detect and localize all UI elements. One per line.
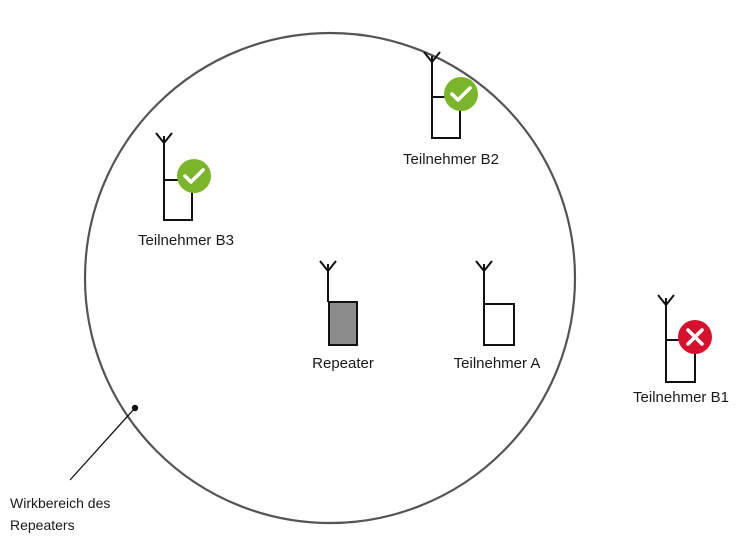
node-teilnehmer-b2: Teilnehmer B2 (403, 51, 499, 168)
antenna-icon (423, 51, 441, 97)
range-label-pointer (69, 404, 139, 481)
node-label-repeater: Repeater (312, 355, 374, 372)
node-label-a: Teilnehmer A (454, 355, 541, 372)
node-label-b3: Teilnehmer B3 (138, 232, 234, 249)
repeater-body (328, 301, 358, 346)
node-label-b1: Teilnehmer B1 (633, 389, 729, 406)
antenna-icon (475, 260, 493, 304)
check-icon (177, 159, 211, 193)
range-label-line-2: Repeaters (10, 517, 75, 533)
antenna-icon (657, 294, 675, 340)
device-body (431, 96, 461, 139)
check-icon (444, 77, 478, 111)
device-body (483, 303, 515, 346)
node-label-b2: Teilnehmer B2 (403, 151, 499, 168)
node-teilnehmer-b1: Teilnehmer B1 (633, 294, 729, 406)
repeater-range-circle (83, 31, 577, 525)
node-teilnehmer-b3: Teilnehmer B3 (138, 132, 234, 249)
node-teilnehmer-a: Teilnehmer A (454, 260, 541, 372)
node-repeater: Repeater (312, 260, 374, 372)
antenna-icon (155, 132, 173, 180)
range-label-line-1: Wirkbereich des (10, 495, 110, 511)
cross-icon (678, 320, 712, 354)
antenna-icon (319, 260, 337, 302)
